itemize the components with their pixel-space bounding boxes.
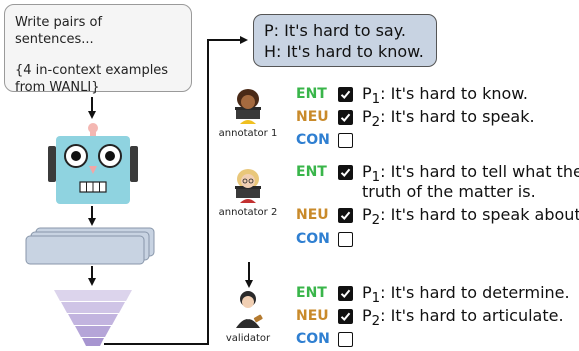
p-prefix: P bbox=[362, 205, 372, 224]
neu-label: NEU bbox=[296, 308, 329, 324]
prompt-line-3: from WANLI} bbox=[15, 80, 100, 95]
neu-label: NEU bbox=[296, 207, 329, 223]
p-subscript: 2 bbox=[371, 213, 381, 229]
annotator-2-caption: annotator 2 bbox=[218, 207, 278, 218]
p-subscript: 2 bbox=[371, 115, 381, 131]
con-label: CON bbox=[296, 231, 330, 247]
checked-checkbox[interactable] bbox=[338, 165, 353, 180]
annotator-2-avatar-icon bbox=[235, 169, 261, 203]
hypothesis-line: H: It's hard to know. bbox=[264, 42, 424, 61]
prompt-box: Write pairs of sentences... {4 in-contex… bbox=[4, 4, 192, 95]
neu-label: NEU bbox=[296, 109, 329, 125]
checked-checkbox[interactable] bbox=[338, 87, 353, 102]
checked-checkbox[interactable] bbox=[338, 110, 353, 125]
premise-line: P: It's hard to say. bbox=[264, 21, 406, 40]
p-subscript: 1 bbox=[371, 291, 381, 307]
con-label: CON bbox=[296, 132, 330, 148]
premise-text: P1: It's hard to determine. bbox=[362, 283, 570, 309]
p-body: : It's hard to know. bbox=[380, 84, 528, 103]
prompt-line-2: {4 in-context examples bbox=[15, 63, 169, 78]
arrow-funnel-to-pair bbox=[104, 36, 248, 345]
premise-text: P2: It's hard to articulate. bbox=[362, 306, 564, 332]
p-prefix: P bbox=[362, 84, 372, 103]
p-body: : It's hard to articulate. bbox=[380, 306, 564, 325]
annotator-2-row-ent: ENT P1: It's hard to tell what the truth… bbox=[296, 162, 579, 204]
annotator-2-row-neu: NEU P2: It's hard to speak about it. bbox=[296, 205, 579, 228]
annotator-1-row-ent: ENT P1: It's hard to know. bbox=[296, 84, 556, 107]
p-body: : It's hard to determine. bbox=[380, 283, 570, 302]
p-prefix: P bbox=[362, 306, 372, 325]
annotator-2-row-con: CON bbox=[296, 229, 556, 251]
p-subscript: 1 bbox=[371, 170, 381, 186]
premise-text: P2: It's hard to speak about it. bbox=[362, 205, 579, 231]
p-subscript: 2 bbox=[371, 314, 381, 330]
unchecked-checkbox[interactable] bbox=[338, 232, 353, 247]
annotator-1-caption: annotator 1 bbox=[218, 128, 278, 139]
unchecked-checkbox[interactable] bbox=[338, 332, 353, 347]
premise-hypothesis-box: P: It's hard to say. H: It's hard to kno… bbox=[253, 14, 437, 67]
prompt-line-1: Write pairs of sentences... bbox=[15, 15, 103, 47]
validator-row-neu: NEU P2: It's hard to articulate. bbox=[296, 306, 566, 329]
ent-label: ENT bbox=[296, 285, 327, 301]
checked-checkbox[interactable] bbox=[338, 208, 353, 223]
checked-checkbox[interactable] bbox=[338, 286, 353, 301]
checked-checkbox[interactable] bbox=[338, 309, 353, 324]
ent-label: ENT bbox=[296, 86, 327, 102]
p-prefix: P bbox=[362, 107, 372, 126]
annotator-1-avatar-icon bbox=[235, 89, 261, 124]
funnel-icon bbox=[54, 290, 132, 346]
validator-row-ent: ENT P1: It's hard to determine. bbox=[296, 283, 570, 306]
annotator-1-row-neu: NEU P2: It's hard to speak. bbox=[296, 107, 556, 130]
ent-label: ENT bbox=[296, 164, 327, 180]
p-prefix: P bbox=[362, 162, 372, 181]
premise-text-continued: truth of the matter is. bbox=[362, 182, 536, 201]
robot-icon bbox=[48, 123, 138, 204]
premise-text: P1: It's hard to tell what the bbox=[362, 162, 579, 188]
annotator-1-row-con: CON bbox=[296, 130, 556, 152]
con-label: CON bbox=[296, 331, 330, 347]
p-body: : It's hard to speak about it. bbox=[380, 205, 579, 224]
validator-row-con: CON bbox=[296, 329, 556, 351]
p-body: : It's hard to speak. bbox=[380, 107, 535, 126]
validator-caption: validator bbox=[225, 333, 271, 344]
p-prefix: P bbox=[362, 283, 372, 302]
p-subscript: 1 bbox=[371, 92, 381, 108]
stacked-layers-icon bbox=[25, 227, 155, 265]
unchecked-checkbox[interactable] bbox=[338, 133, 353, 148]
premise-text: P2: It's hard to speak. bbox=[362, 107, 535, 133]
p-body: : It's hard to tell what the bbox=[380, 162, 579, 181]
premise-text: P1: It's hard to know. bbox=[362, 84, 528, 110]
validator-avatar-icon bbox=[236, 291, 263, 328]
